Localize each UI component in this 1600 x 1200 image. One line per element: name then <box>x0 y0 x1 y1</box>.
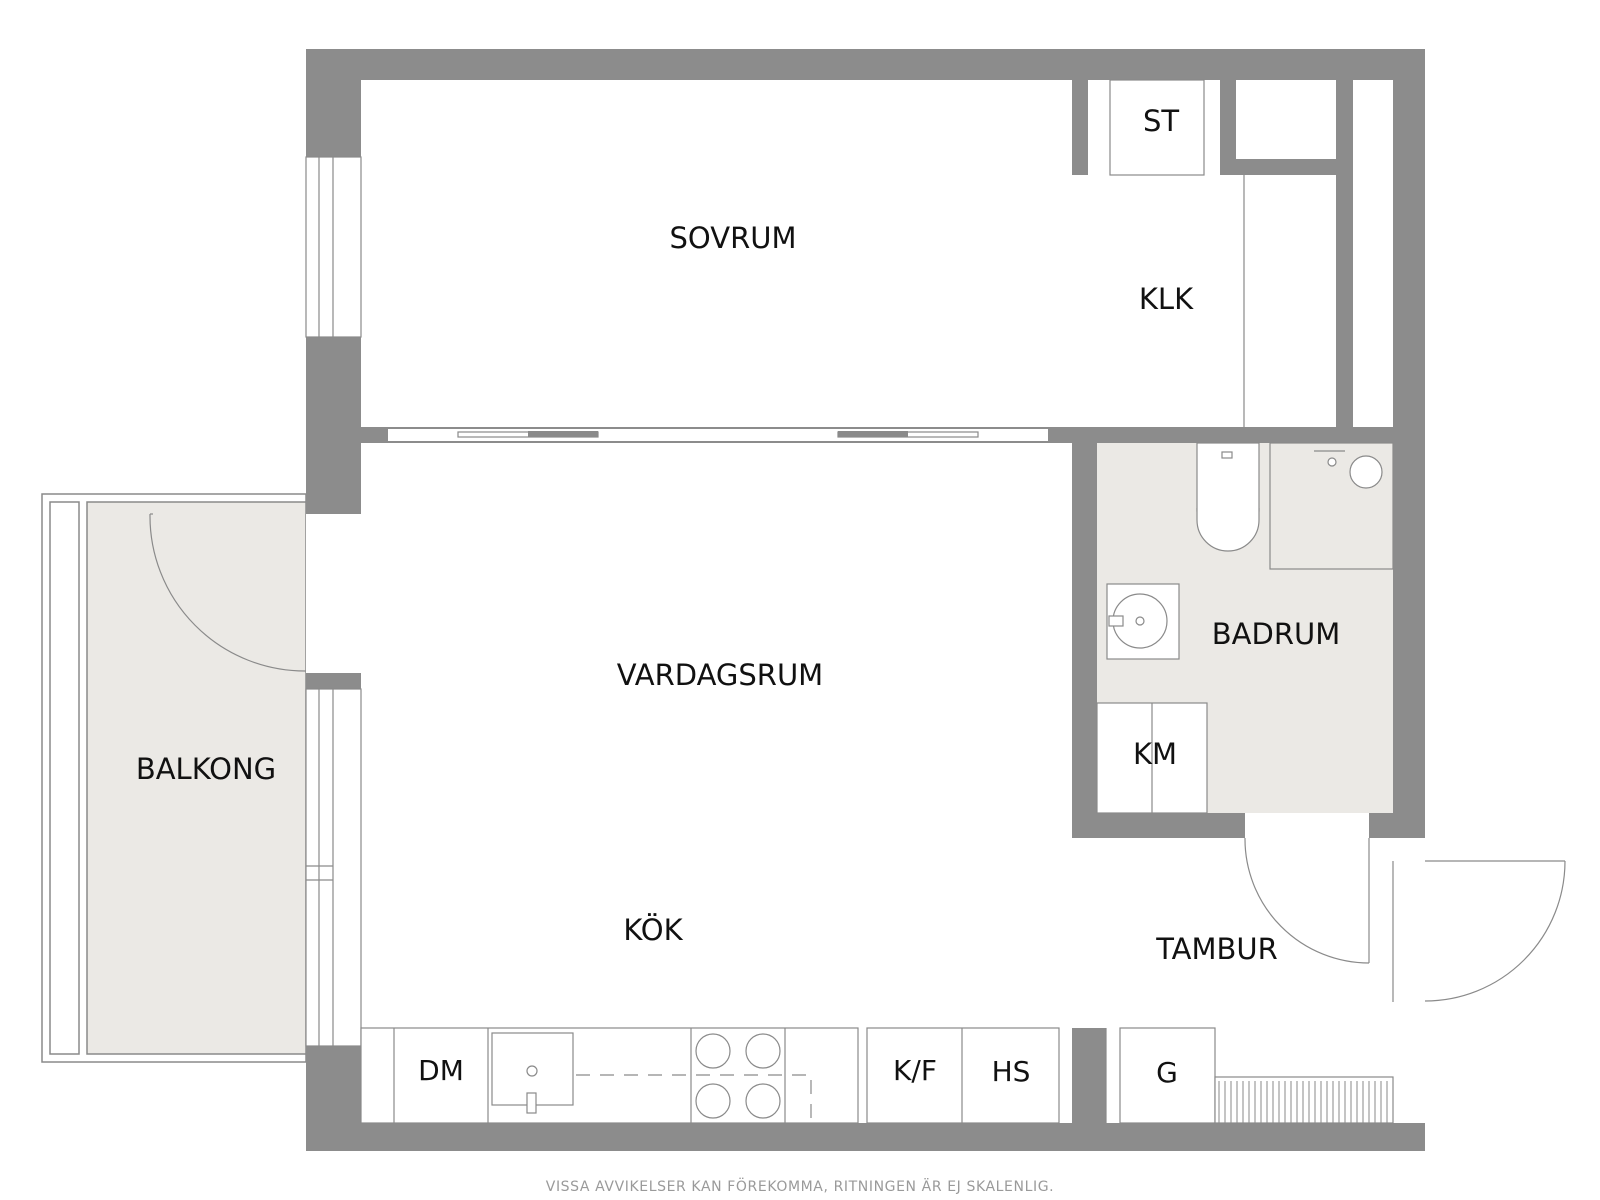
st-closet <box>1109 79 1205 176</box>
toilet-bowl <box>1196 508 1260 552</box>
balcony <box>41 493 307 1063</box>
bathroom-door-swing <box>1244 837 1370 964</box>
stove <box>695 1033 781 1119</box>
sliding-doors <box>388 429 1048 441</box>
front-door-swing <box>1424 860 1566 1002</box>
balcony-door-swing <box>149 513 307 672</box>
radiator-lines <box>1218 1081 1388 1123</box>
balcony-door-opening <box>306 514 361 673</box>
label-vardagsrum: VARDAGSRUM <box>617 658 823 692</box>
doors <box>1244 813 1566 1002</box>
west-windows <box>305 156 362 1047</box>
label-klk: KLK <box>1139 282 1194 316</box>
disclaimer-text: VISSA AVVIKELSER KAN FÖREKOMMA, RITNINGE… <box>546 1177 1054 1195</box>
label-kok: KÖK <box>623 913 683 947</box>
label-km: KM <box>1133 737 1177 771</box>
shower-drain <box>1349 455 1383 489</box>
label-sovrum: SOVRUM <box>670 221 797 255</box>
label-kf: K/F <box>893 1054 937 1087</box>
label-g: G <box>1156 1056 1178 1089</box>
room-labels: SOVRUM KLK ST VARDAGSRUM KÖK BADRUM KM B… <box>136 104 1340 966</box>
closets <box>1109 79 1245 427</box>
wardrobe-floor <box>1353 80 1393 427</box>
label-balkong: BALKONG <box>136 752 276 786</box>
kf-hs-cabinets <box>866 1027 1060 1124</box>
label-hs: HS <box>992 1055 1031 1088</box>
fixture-labels: DM K/F HS G <box>418 1054 1178 1089</box>
label-tambur: TAMBUR <box>1155 932 1278 966</box>
balcony-floor <box>86 501 307 1055</box>
radiator <box>1214 1076 1394 1124</box>
bathroom-fixtures <box>1096 442 1394 814</box>
vardagsrum-floor <box>361 443 1425 1123</box>
g-cabinet <box>1119 1027 1216 1124</box>
label-st: ST <box>1143 104 1179 138</box>
label-dm: DM <box>418 1054 464 1087</box>
kitchen-counter <box>360 1027 1394 1124</box>
room-floors <box>361 80 1425 1123</box>
label-badrum: BADRUM <box>1212 617 1340 651</box>
